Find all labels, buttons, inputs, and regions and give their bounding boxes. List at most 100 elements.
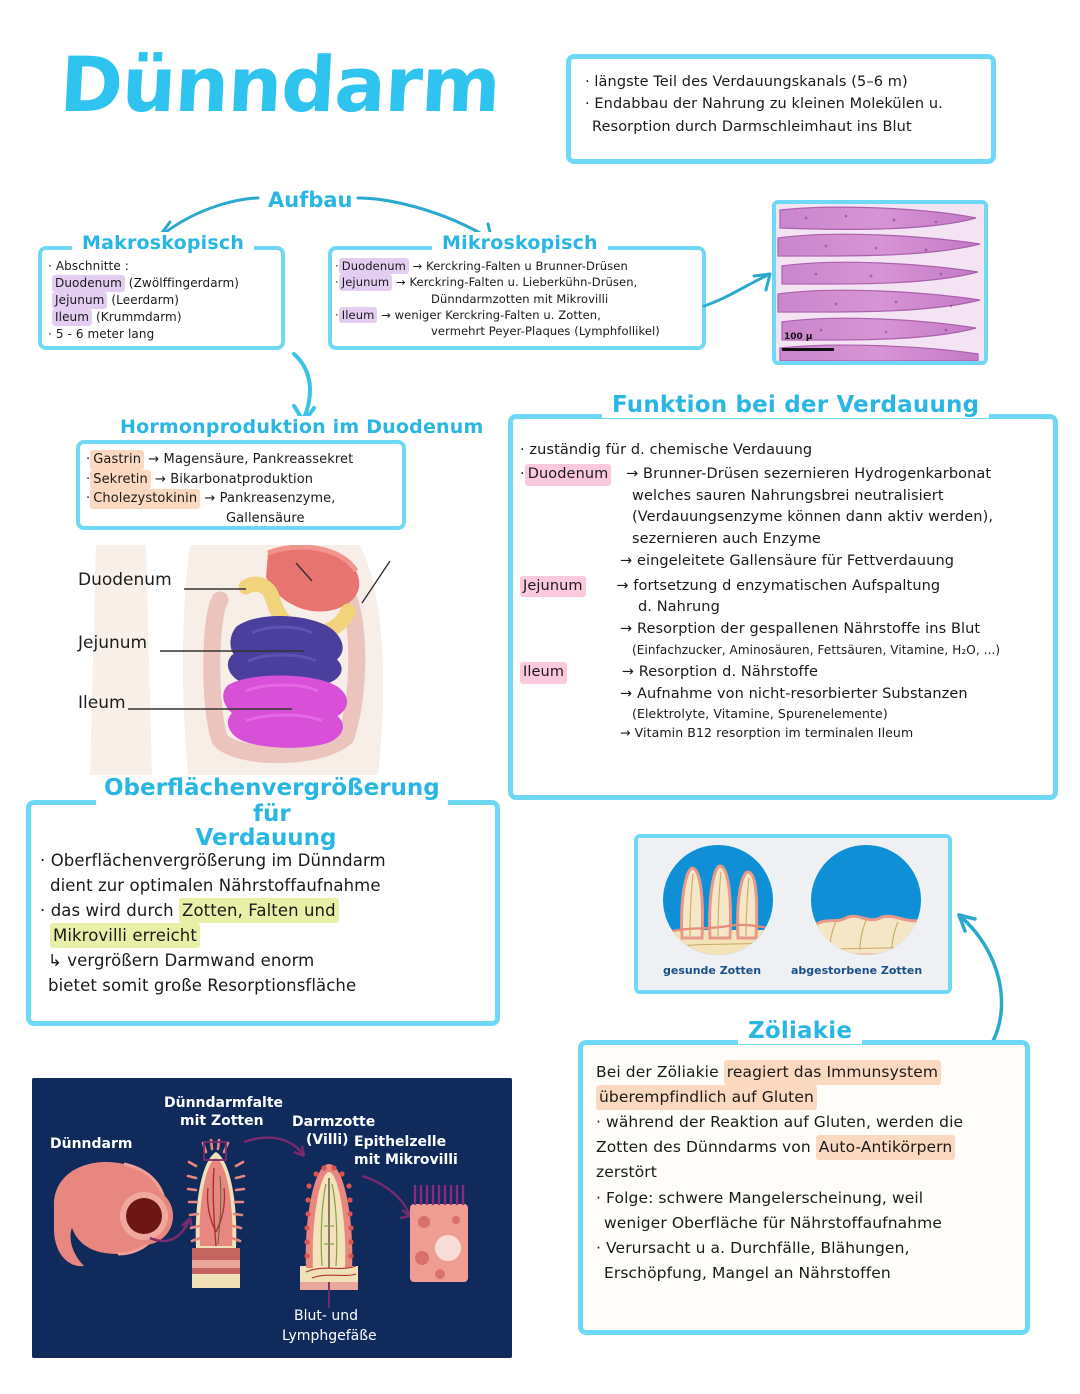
funktion-duodenum-line-3: sezernieren auch Enzyme [632, 531, 821, 547]
makro-item-2-rest: (Krummdarm) [92, 310, 182, 325]
funktion-duodenum-tag: Duodenum [524, 463, 612, 486]
zoeliakie-title: Zöliakie [738, 1018, 863, 1044]
zoeliakie-l2-hl: überempfindlich auf Gluten [596, 1085, 817, 1111]
oberflaeche-title: Oberflächenvergrößerung für Verdauung [96, 775, 448, 851]
oberflaeche-title-line1: Oberflächenvergrößerung für [96, 775, 448, 827]
zoeliakie-content: Bei der Zöliakie reagiert das Immunsyste… [596, 1060, 1036, 1286]
hormon-row-2-tag: Cholezystokinin [90, 489, 201, 509]
villi-label-epithel-line2: mit Mikrovilli [354, 1152, 458, 1168]
makro-abschnitte-label: · Abschnitte : [48, 259, 129, 273]
oberflaeche-line-1: dient zur optimalen Nährstoffaufnahme [50, 876, 381, 896]
funktion-duodenum-line-1: welches sauren Nahrungsbrei neutralisier… [632, 487, 944, 504]
hormon-row-1-tag: Sekretin [90, 469, 151, 489]
makroskopisch-content: · Abschnitte : Duodenum (Zwölffingerdarm… [48, 258, 288, 343]
villi-label-falte-line1: Dünndarmfalte [164, 1095, 284, 1111]
zoeliakie-l7: weniger Oberfläche für Nährstoffaufnahme [604, 1213, 943, 1232]
villi-label-falte-line2: mit Zotten [180, 1113, 264, 1129]
funktion-jejunum-line-1: d. Nahrung [638, 599, 720, 616]
oberflaeche-line-2-hl: Zotten, Falten und [179, 898, 339, 924]
funktion-jejunum-line-2: → Resorption der gespallenen Nährstoffe … [620, 621, 981, 637]
zoeliakie-l9: Erschöpfung, Mangel an Nährstoffen [604, 1263, 891, 1282]
funktion-content: · zuständig für d. chemische Verdauung ·… [520, 440, 1060, 743]
zotten-caption-healthy: gesunde Zotten [663, 964, 762, 977]
villi-label-gefaesse-line1: Blut- und [294, 1308, 358, 1324]
hormon-row-2-rest: → Pankreasenzyme, [200, 491, 336, 506]
funktion-jejunum-line-3: (Einfachzucker, Aminosäuren, Fettsäuren,… [632, 642, 1001, 657]
mikro-row-0-tag: Duodenum [338, 258, 409, 275]
villi-label-duenndarm: Dünndarm [50, 1136, 133, 1152]
zoeliakie-l4-pre: Zotten des Dünndarms von [596, 1138, 816, 1157]
intro-line-3: Resorption durch Darmschleimhaut ins Blu… [592, 118, 912, 135]
villi-label-gefaesse-line2: Lymphgefäße [282, 1328, 377, 1344]
funktion-ileum-tag: Ileum [520, 661, 568, 684]
zoeliakie-l3: · während der Reaktion auf Gluten, werde… [596, 1113, 964, 1132]
funktion-ileum-line-3: → Vitamin B12 resorption im terminalen I… [620, 725, 914, 740]
hormonproduktion-title: Hormonproduktion im Duodenum [110, 416, 494, 438]
funktion-lead: · zuständig für d. chemische Verdauung [520, 442, 813, 458]
mikro-row-2-text: → weniger Kerckring-Falten u. Zotten, [381, 307, 601, 322]
hormon-row-1-rest: → Bikarbonatproduktion [150, 471, 314, 487]
makro-item-0-tag: Duodenum [52, 275, 125, 293]
funktion-jejunum-tag: Jejunum [520, 575, 586, 598]
hormon-row-0-rest: → Magensäure, Pankreassekret [144, 452, 354, 467]
zoeliakie-l5: zerstört [596, 1163, 657, 1182]
villi-diagram: Dünndarm Dünndarmfalte mit Zotten Darmzo… [32, 1078, 512, 1358]
funktion-title: Funktion bei der Verdauung [602, 392, 990, 418]
mikro-row-0-text: → Kerckring-Falten u Brunner-Drüsen [412, 259, 628, 273]
oberflaeche-line-4: ↳ vergrößern Darmwand enorm [48, 951, 315, 971]
hormon-row-0-tag: Gastrin [90, 450, 145, 470]
intro-line-2: · Endabbau der Nahrung zu kleinen Molekü… [585, 96, 943, 113]
mikro-row-1-text: → Kerckring-Falten u. Lieberkühn-Drüsen, [395, 275, 638, 290]
intro-box: · längste Teil des Verdauungskanals (5–6… [566, 54, 996, 164]
makro-length: · 5 - 6 meter lang [48, 327, 155, 342]
anatomy-label-duodenum: Duodenum [78, 570, 172, 590]
mikro-row-2-cont: vermehrt Peyer-Plaques (Lymphfollikel) [431, 324, 660, 339]
hormon-content: ·Gastrin → Magensäure, Pankreassekret ·S… [86, 450, 411, 528]
oberflaeche-line-0: · Oberflächenvergrößerung im Dünndarm [40, 851, 386, 870]
page-title: Dünndarm [57, 40, 503, 129]
makro-item-1-rest: (Leerdarm) [107, 293, 180, 308]
funktion-duodenum-line-2: (Verdauungsenzyme können dann aktiv werd… [632, 509, 994, 526]
oberflaeche-content: · Oberflächenvergrößerung im Dünndarm di… [40, 848, 500, 998]
anatomy-label-ileum: Ileum [78, 693, 126, 713]
zoeliakie-l6: · Folge: schwere Mangelerscheinung, weil [596, 1188, 924, 1207]
funktion-ileum-line-2: (Elektrolyte, Vitamine, Spurenelemente) [632, 706, 888, 722]
villi-label-epithel-line1: Epithelzelle [354, 1134, 447, 1150]
histology-scale-label: 100 µ [784, 332, 813, 342]
anatomy-label-jejunum: Jejunum [78, 633, 148, 653]
makroskopisch-box [38, 246, 285, 350]
villi-label-zotte-line2: (Villi) [306, 1132, 349, 1148]
oberflaeche-line-3-hl: Mikrovilli erreicht [50, 923, 200, 949]
zotten-comparison-figure: gesunde Zotten abgestorbene Zotten [634, 834, 952, 994]
makro-item-1-tag: Jejunum [52, 292, 108, 310]
zoeliakie-l1-pre: Bei der Zöliakie [596, 1063, 724, 1081]
anatomy-illustration: Duodenum Jejunum Ileum [60, 545, 440, 775]
funktion-ileum-line-0: → Resorption d. Nährstoffe [621, 663, 818, 680]
oberflaeche-title-line2: Verdauung [195, 825, 337, 851]
mikroskopisch-title: Mikroskopisch [432, 232, 608, 254]
intro-line-1: · längste Teil des Verdauungskanals (5–6… [585, 74, 908, 90]
zoeliakie-to-figure-arrow [957, 913, 1004, 1043]
histology-image: 100 µ [772, 200, 988, 365]
funktion-jejunum-line-0: → fortsetzung d enzymatischen Aufspaltun… [616, 577, 941, 594]
funktion-duodenum-line-4: → eingeleitete Gallensäure für Fettverda… [620, 552, 955, 569]
makro-item-2-tag: Ileum [52, 309, 93, 327]
hormon-row-2-cont: Gallensäure [226, 510, 305, 526]
zoeliakie-l8: · Verursacht u a. Durchfälle, Blähungen, [596, 1238, 910, 1257]
zoeliakie-l4-hl: Auto-Antikörpern [815, 1135, 956, 1161]
mikro-to-histology-arrow [702, 272, 772, 308]
mikroskopisch-content: ·Duodenum → Kerckring-Falten u Brunner-D… [335, 258, 710, 340]
zoeliakie-l1-hl: reagiert das Immunsystem [723, 1060, 942, 1086]
oberflaeche-line-5: bietet somit große Resorptionsfläche [48, 976, 357, 996]
makroskopisch-title: Makroskopisch [72, 232, 255, 254]
aufbau-label: Aufbau [268, 188, 353, 212]
oberflaeche-line-2-pre: · das wird durch [40, 901, 180, 921]
funktion-ileum-line-1: → Aufnahme von nicht-resorbierter Substa… [620, 685, 968, 702]
funktion-duodenum-line-0: → Brunner-Drüsen sezernieren Hydrogenkar… [626, 465, 992, 482]
zotten-caption-dead: abgestorbene Zotten [791, 964, 923, 977]
mikro-row-1-tag: Jejunum [338, 274, 393, 291]
mikro-row-1-cont: Dünndarmzotten mit Mikrovilli [431, 291, 609, 306]
makro-item-0-rest: (Zwölffingerdarm) [124, 276, 240, 291]
mikro-row-2-tag: Ileum [338, 306, 378, 324]
villi-label-zotte-line1: Darmzotte [292, 1114, 376, 1130]
